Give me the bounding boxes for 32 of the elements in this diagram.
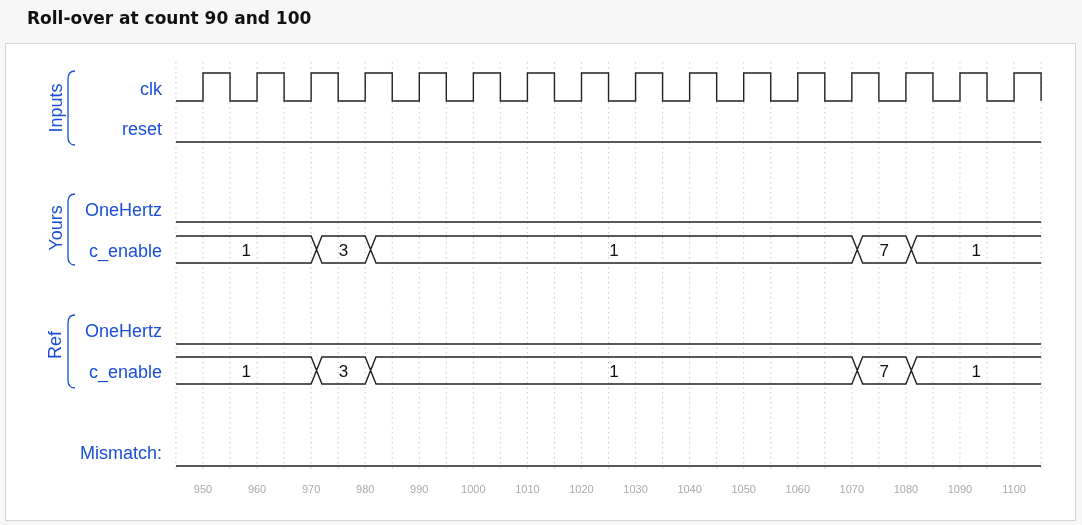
axis-tick-label: 950 — [193, 484, 213, 495]
group-label: Inputs — [46, 83, 64, 133]
signal-name: Mismatch: — [79, 444, 162, 462]
axis-tick-label: 1000 — [461, 484, 486, 495]
group-label: Yours — [46, 205, 65, 251]
bus-value: 1 — [241, 241, 251, 259]
axis-tick-label: 990 — [410, 484, 429, 495]
axis-tick-label: 980 — [356, 484, 375, 495]
bus-value: 7 — [879, 362, 889, 380]
axis-tick-label: 970 — [301, 484, 321, 495]
axis-tick-label: 1050 — [731, 484, 756, 495]
bus-value: 1 — [609, 362, 619, 380]
bus-value: 1 — [241, 362, 251, 380]
bus-value: 1 — [971, 241, 981, 259]
bus-value: 7 — [879, 241, 889, 259]
axis-tick-label: 1030 — [623, 484, 648, 495]
bus-value: 1 — [609, 241, 619, 259]
axis-tick-label: 1090 — [947, 484, 973, 495]
axis-tick-label: 1040 — [677, 484, 702, 495]
axis-tick-label: 1010 — [515, 484, 540, 495]
axis-tick-label: 1100 — [1002, 484, 1026, 495]
axis-tick-label: 1020 — [569, 484, 594, 495]
axis-tick-label: 1060 — [785, 484, 810, 495]
axis-tick-label: 960 — [247, 484, 267, 495]
group-label: Ref — [46, 331, 64, 359]
bus-value: 3 — [338, 362, 349, 380]
axis-tick-label: 1070 — [839, 484, 865, 495]
bus-value: 1 — [971, 362, 981, 380]
axis-tick-label: 1080 — [893, 484, 919, 495]
bus-value: 3 — [338, 241, 349, 259]
signal-name: c_enable — [87, 363, 162, 381]
chart-title: Roll-over at count 90 and 100 — [27, 8, 312, 28]
